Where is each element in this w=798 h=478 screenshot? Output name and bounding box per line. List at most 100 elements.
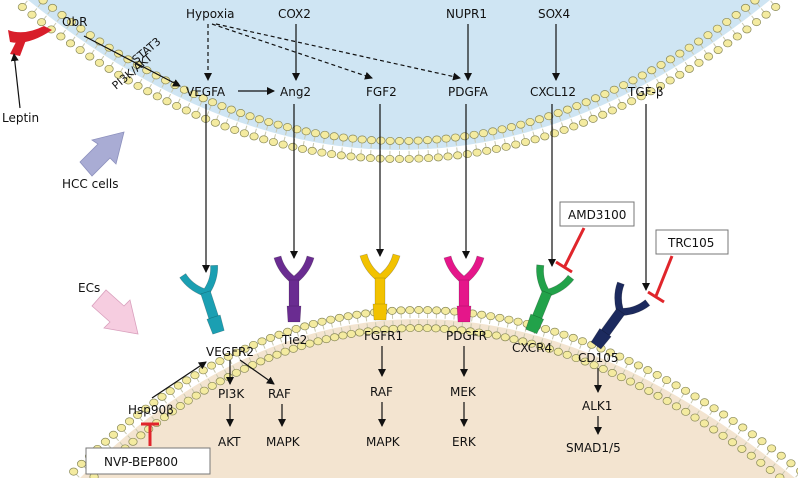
- hcc-lipid-head: [320, 130, 330, 139]
- hcc-lipid-head: [684, 64, 694, 73]
- hcc-lipid-head: [665, 76, 675, 85]
- ec-lipid-head: [396, 306, 406, 315]
- hcc-lipid-head: [230, 126, 240, 134]
- hcc-lipid-head: [239, 129, 249, 138]
- hcc-lipid-head: [338, 133, 349, 142]
- hcc-lipid-head: [210, 118, 220, 127]
- hcc-lipid-head: [740, 3, 751, 12]
- ec-lipid-head: [699, 398, 710, 407]
- ec-lipid-head: [513, 317, 523, 326]
- hcc-lipid-head: [578, 118, 588, 127]
- trc105-inhibit-line: [654, 255, 674, 297]
- hcc-lipid-head: [152, 92, 162, 101]
- ec-lipid-head: [786, 459, 796, 468]
- ec-lipid-head: [483, 329, 493, 338]
- sox4-label: SOX4: [538, 7, 570, 21]
- ec-lipid-head: [291, 325, 301, 333]
- pdgfr-part: [443, 255, 485, 283]
- ec-lipid-head: [500, 333, 510, 342]
- fgf2-label: FGF2: [366, 85, 397, 99]
- hcc-lipid-head: [413, 136, 423, 145]
- hcc-lipid-head: [356, 153, 366, 162]
- ec-lipid-head: [355, 328, 365, 337]
- hcc-lipid-head: [647, 66, 657, 75]
- hcc-lipid-head: [259, 135, 269, 144]
- ec-lipid-head: [431, 324, 441, 333]
- ec-lipid-head: [175, 402, 185, 410]
- vegfr2-part: [179, 264, 219, 296]
- hcc-lipid-head: [220, 122, 230, 131]
- hcc-lipid-head: [655, 82, 666, 90]
- vegfa-label: VEGFA: [186, 85, 226, 99]
- trc105-box: [655, 229, 729, 255]
- ec-lipid-head: [477, 310, 487, 319]
- hypoxia-label: Hypoxia: [186, 7, 235, 21]
- tie2-receptor: [273, 255, 315, 323]
- ec-lipid-head: [757, 437, 767, 446]
- ec-lipid-head: [727, 438, 738, 447]
- hcc-lipid-head: [226, 105, 236, 114]
- ec-lipid-head: [272, 350, 282, 359]
- ec-lipid-head: [518, 337, 528, 346]
- ec-lipid-head: [223, 373, 233, 381]
- cd105-label: CD105: [578, 351, 619, 365]
- ec-lipid-head: [128, 437, 138, 446]
- hcc-lipid-head: [317, 148, 327, 157]
- ec-lipid-head: [562, 350, 572, 359]
- hcc-lipid-head: [731, 11, 741, 19]
- hcc-lipid-head: [450, 133, 461, 142]
- vegfr2-receptor: [179, 264, 225, 335]
- hcc-lipid-head: [404, 136, 414, 145]
- ec-lipid-head: [308, 319, 318, 328]
- ec-lipid-head: [432, 306, 442, 315]
- ec-lipid-head: [159, 413, 170, 422]
- ec-lipid-head: [746, 451, 756, 460]
- ec-lipid-head: [589, 361, 599, 370]
- ec-lipid-head: [540, 324, 551, 333]
- hcc-lipid-head: [189, 90, 199, 99]
- hcc-lipid-head: [742, 25, 752, 34]
- hcc-lipid-head: [56, 32, 66, 41]
- ec-lipid-head: [346, 329, 356, 338]
- hcc-lipid-head: [432, 135, 442, 144]
- hcc-lipid-head: [424, 154, 434, 163]
- ec-lipid-head: [767, 444, 777, 453]
- hcc-lipid-head: [534, 115, 544, 124]
- hcc-lipid-head: [278, 140, 288, 149]
- vegfr2-to-raf-arrow: [239, 359, 275, 385]
- ec-lipid-head: [680, 386, 691, 395]
- hcc-lipid-head: [694, 37, 704, 46]
- vegfr2-akt-label: AKT: [218, 435, 241, 449]
- ec-lipid-head: [280, 347, 290, 356]
- ec-lipid-head: [775, 473, 785, 478]
- hcc-lipid-head: [581, 98, 591, 107]
- amd3100-inhibit-line: [562, 227, 586, 269]
- hcc-cell: [17, 0, 781, 163]
- hcc-lipid-head: [394, 155, 405, 163]
- hcc-lipid-head: [441, 134, 451, 143]
- ec-lipid-head: [232, 348, 242, 357]
- ec-lipid-head: [305, 339, 315, 348]
- hcc-lipid-head: [366, 136, 377, 145]
- hcc-lipid-head: [301, 127, 311, 136]
- vegfr2-pi3k-label: PI3K: [218, 387, 245, 401]
- hcc-lipid-head: [497, 125, 507, 134]
- ec-lipid-head: [183, 396, 193, 405]
- ec-lipid-head: [198, 366, 208, 375]
- obr-receptor: [8, 26, 52, 56]
- hcc-lipid-head: [619, 81, 629, 90]
- hcc-lipid-head: [600, 90, 610, 99]
- ec-lipid-head: [265, 333, 276, 342]
- hcc-lipid-head: [292, 125, 302, 134]
- ec-lipid-head: [615, 352, 625, 361]
- ec-lipid-head: [644, 386, 654, 395]
- ec-lipid-head: [625, 377, 636, 386]
- cxcr4-part: [525, 313, 545, 335]
- tie2-label: Tie2: [281, 333, 307, 347]
- ec-lipid-head: [343, 312, 353, 321]
- ec-lipid-head: [405, 306, 415, 315]
- ec-lipid-head: [491, 331, 501, 340]
- ec-lipid-head: [136, 431, 146, 440]
- ec-lipid-head: [756, 458, 766, 467]
- hcc-lipid-head: [327, 150, 337, 159]
